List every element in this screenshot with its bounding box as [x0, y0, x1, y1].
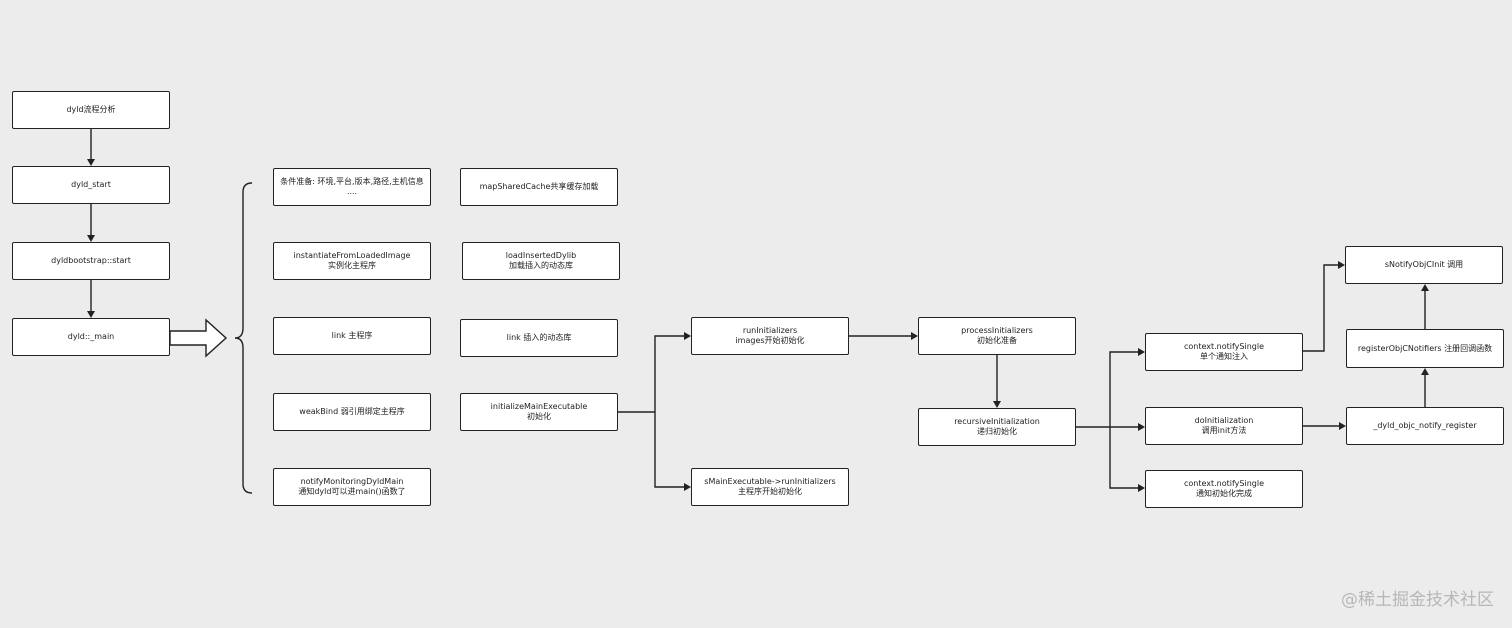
- node-dyld-flow: dyld流程分析: [12, 91, 170, 129]
- node-label-line: loadInsertedDylib: [505, 251, 577, 260]
- node-label-line: 通知初始化完成: [1196, 489, 1252, 498]
- node-label-line: 调用init方法: [1201, 426, 1247, 435]
- node-label-line: processInitializers: [961, 326, 1033, 335]
- node-label-line: registerObjCNotifiers 注册回调函数: [1357, 343, 1493, 353]
- node-label-line: 初始化准备: [977, 336, 1017, 345]
- node-label-line: dyld::_main: [67, 332, 115, 341]
- arrowhead: [993, 401, 1001, 408]
- node-dyld-start: dyld_start: [12, 166, 170, 204]
- node-label-line: dyld_start: [71, 180, 111, 189]
- connector-to-snotify: [1302, 264, 1339, 352]
- node-dyld-objc-notify-register: _dyld_objc_notify_register: [1346, 407, 1504, 445]
- watermark-text: @稀土掘金技术社区: [1341, 590, 1494, 610]
- node-map-shared-cache: mapSharedCache共享缓存加载: [460, 168, 618, 206]
- node-label-line: dyldbootstrap::start: [51, 256, 131, 265]
- node-label-line: runInitializers: [742, 326, 798, 335]
- node-register-objc-notifiers: registerObjCNotifiers 注册回调函数: [1346, 329, 1504, 368]
- node-label-line: weakBind 弱引用绑定主程序: [299, 407, 405, 416]
- connector-to-notify-done: [1109, 427, 1139, 489]
- node-label-line: sNotifyObjCInit 调用: [1384, 260, 1464, 269]
- node-weak-bind: weakBind 弱引用绑定主程序: [273, 393, 431, 431]
- node-label-line: 初始化: [527, 412, 551, 421]
- arrowhead: [684, 332, 691, 340]
- node-label-line: sMainExecutable->runInitializers: [704, 477, 836, 486]
- connector-to-run-initializers: [654, 335, 685, 412]
- big-hollow-arrow: [169, 318, 228, 358]
- arrowhead: [1138, 348, 1145, 356]
- node-label-line: instantiateFromLoadedImage: [293, 251, 411, 260]
- arrowhead: [1138, 484, 1145, 492]
- arrowhead: [1421, 284, 1429, 291]
- node-label-line: notifyMonitoringDyldMain: [300, 477, 404, 486]
- node-label-line: recursiveInitialization: [954, 417, 1040, 426]
- arrowhead: [87, 235, 95, 242]
- node-label-line: 单个通知注入: [1200, 352, 1248, 361]
- node-dyldbootstrap-start: dyldbootstrap::start: [12, 242, 170, 280]
- node-label-line: initializeMainExecutable: [490, 402, 588, 411]
- curly-brace: [234, 182, 253, 494]
- node-dyld-main: dyld::_main: [12, 318, 170, 356]
- node-label-line: 主程序开始初始化: [738, 487, 802, 496]
- node-snotify-objc-init: sNotifyObjCInit 调用: [1345, 246, 1503, 284]
- node-prep-conditions: 条件准备: 环境,平台,版本,路径,主机信息....: [273, 168, 431, 206]
- node-label-line: context.notifySingle: [1183, 479, 1265, 488]
- node-label-line: ....: [346, 187, 358, 196]
- connector-to-notify-inject: [1109, 351, 1139, 427]
- arrowhead: [911, 332, 918, 340]
- node-label-line: 通知dyld可以进main()函数了: [298, 487, 406, 496]
- connector-to-smain-run: [654, 412, 685, 488]
- arrowhead: [1138, 423, 1145, 431]
- node-label-line: link 主程序: [331, 331, 373, 340]
- node-label-line: 实例化主程序: [328, 261, 376, 270]
- arrowhead: [87, 311, 95, 318]
- arrowhead: [1338, 261, 1345, 269]
- node-label-line: doInitialization: [1194, 416, 1254, 425]
- arrowhead: [1339, 422, 1346, 430]
- node-label-line: 递归初始化: [977, 427, 1017, 436]
- node-label-line: 条件准备: 环境,平台,版本,路径,主机信息: [280, 177, 424, 186]
- node-label-line: context.notifySingle: [1183, 342, 1265, 351]
- arrowhead: [87, 159, 95, 166]
- node-label-line: images开始初始化: [735, 336, 805, 345]
- arrowhead: [1421, 368, 1429, 375]
- node-label-line: _dyld_objc_notify_register: [1373, 421, 1477, 430]
- arrowhead: [684, 483, 691, 491]
- node-link-inserted: link 插入的动态库: [460, 319, 618, 357]
- node-link-main: link 主程序: [273, 317, 431, 355]
- node-label-line: dyld流程分析: [66, 105, 116, 114]
- node-label-line: link 插入的动态库: [506, 333, 572, 342]
- node-label-line: mapSharedCache共享缓存加载: [479, 182, 599, 191]
- node-label-line: 加载插入的动态库: [509, 261, 573, 270]
